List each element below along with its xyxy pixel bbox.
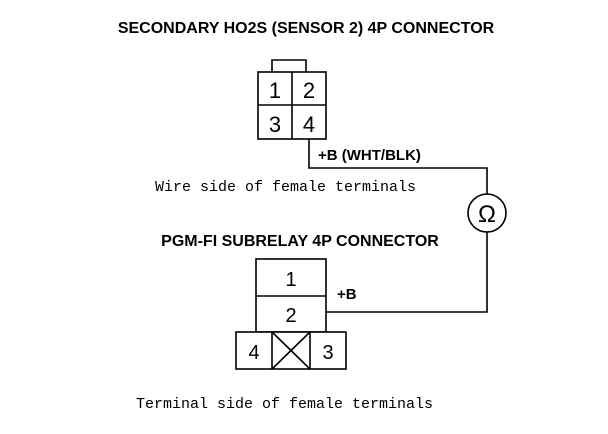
wire-plus-b-wht-blk — [308, 139, 488, 194]
connector-lock-tab — [271, 59, 307, 75]
secondary-connector-title: SECONDARY HO2S (SENSOR 2) 4P CONNECTOR — [118, 20, 495, 37]
secondary-pin-3: 3 — [269, 112, 281, 137]
secondary-pin-2: 2 — [303, 78, 315, 103]
ohmmeter-icon: Ω — [467, 193, 507, 233]
subrelay-connector: 1 2 4 3 — [235, 258, 347, 370]
label-plus-b-wht-blk: +B (WHT/BLK) — [318, 147, 421, 164]
secondary-pin-1: 1 — [269, 78, 281, 103]
subrelay-pin-1: 1 — [285, 269, 296, 291]
subrelay-pin-3: 3 — [322, 342, 333, 364]
secondary-connector: 1 2 3 4 — [257, 59, 327, 140]
ohm-symbol: Ω — [478, 201, 496, 228]
wire-plus-b — [326, 232, 488, 313]
subrelay-pin-2: 2 — [285, 305, 296, 327]
label-plus-b: +B — [337, 286, 357, 303]
caption-wire-side: Wire side of female terminals — [155, 179, 416, 196]
subrelay-lower-body — [235, 331, 347, 370]
subrelay-pin-4: 4 — [248, 342, 259, 364]
caption-terminal-side: Terminal side of female terminals — [136, 396, 433, 413]
secondary-pin-4: 4 — [303, 112, 315, 137]
subrelay-connector-title: PGM-FI SUBRELAY 4P CONNECTOR — [161, 233, 439, 250]
